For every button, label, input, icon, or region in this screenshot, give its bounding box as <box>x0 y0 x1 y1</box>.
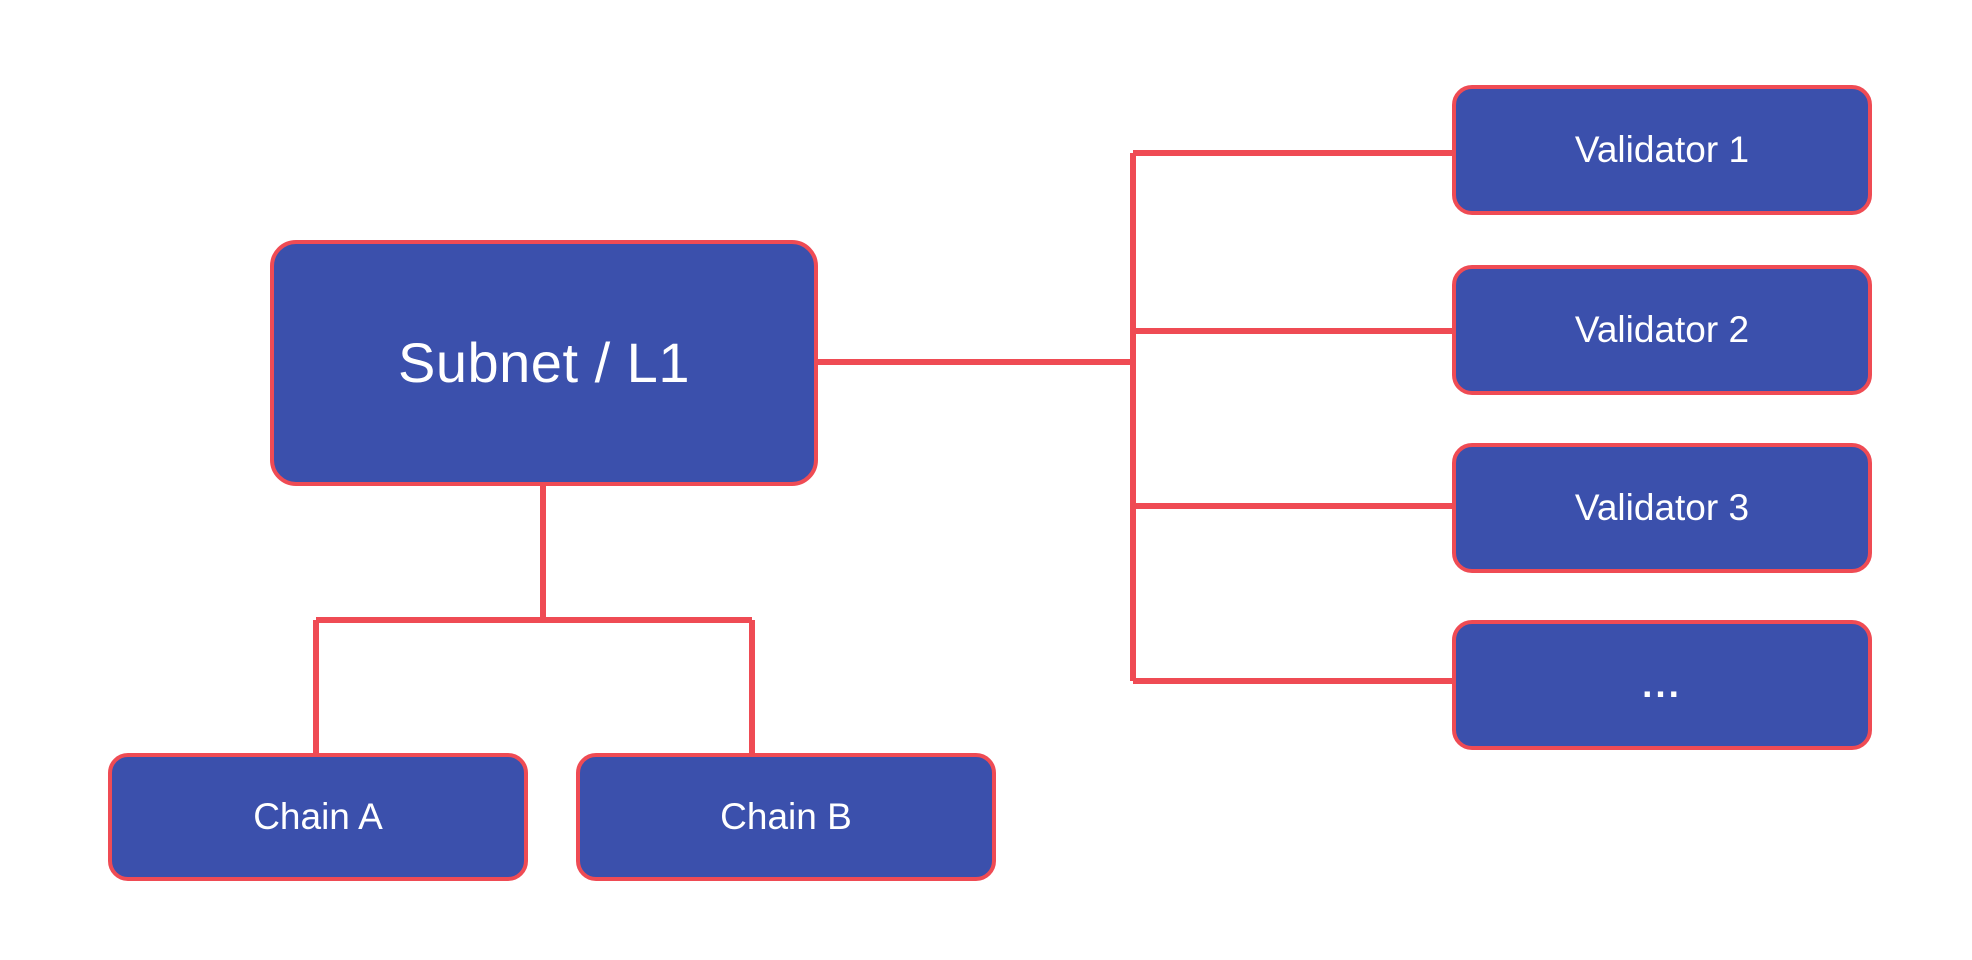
node-validator-1-label: Validator 1 <box>1574 128 1750 170</box>
node-subnet-l1-label: Subnet / L1 <box>398 331 690 395</box>
node-validator-more-label: ... <box>1642 663 1682 705</box>
node-chain-a[interactable]: Chain A <box>108 753 528 881</box>
node-chain-b[interactable]: Chain B <box>576 753 996 881</box>
node-validator-3[interactable]: Validator 3 <box>1452 443 1872 573</box>
node-validator-2-label: Validator 2 <box>1574 308 1750 350</box>
node-chain-a-label: Chain A <box>253 795 383 837</box>
node-validator-more[interactable]: ... <box>1452 620 1872 750</box>
node-validator-3-label: Validator 3 <box>1574 486 1750 528</box>
node-chain-b-label: Chain B <box>720 795 852 837</box>
node-subnet-l1[interactable]: Subnet / L1 <box>270 240 818 486</box>
node-validator-2[interactable]: Validator 2 <box>1452 265 1872 395</box>
node-validator-1[interactable]: Validator 1 <box>1452 85 1872 215</box>
